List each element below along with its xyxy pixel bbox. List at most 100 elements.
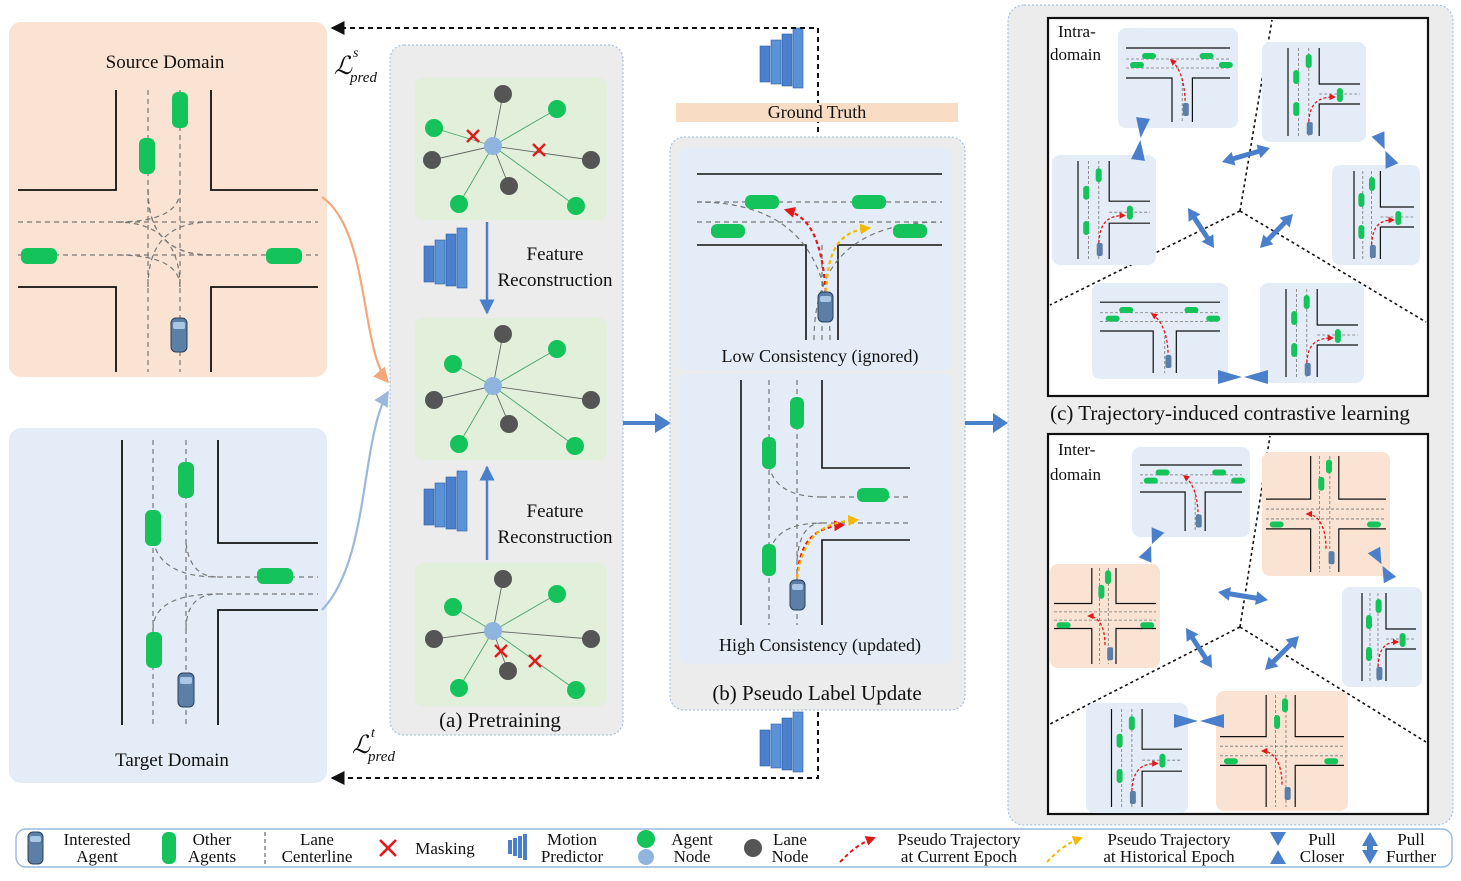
lane-node (500, 415, 518, 433)
lane-node (423, 151, 441, 169)
legend-label-7-line2: Node (772, 847, 809, 866)
agent-node (450, 679, 468, 697)
legend: InterestedAgentOtherAgentsLaneCenterline… (15, 828, 1453, 868)
lane-node (582, 151, 600, 169)
lane-node (500, 177, 518, 195)
interested-agent-node (484, 137, 502, 155)
inter-scene-top (1132, 447, 1250, 537)
agent-node (444, 355, 462, 373)
legend-label-9-line2: at Historical Epoch (1103, 847, 1235, 866)
pseudo-trajectory-current-icon (839, 836, 876, 863)
lane-node (425, 391, 443, 409)
mask-mark (494, 644, 508, 658)
svg-text:pred: pred (367, 749, 395, 765)
motion-predictor-icon (508, 834, 527, 860)
svg-text:ℒ: ℒ (352, 732, 371, 759)
intra-scene-right (1332, 165, 1420, 265)
lane-node (582, 630, 600, 648)
legend-label-3: Lane (300, 830, 334, 849)
inter-scene-right (1342, 587, 1422, 687)
low-consistency-label: Low Consistency (ignored) (722, 346, 919, 367)
agent-node (450, 195, 468, 213)
source-domain-panel: Source Domain (9, 22, 327, 377)
agent-node (548, 100, 566, 118)
intra-scene-top-right (1262, 42, 1366, 142)
legend-label-1: Interested (63, 830, 131, 849)
motion-predictor-bottom (423, 470, 468, 532)
other-agents-icon (162, 832, 176, 864)
pull-closer-intra-1 (1131, 117, 1150, 161)
legend-label-10: Pull (1308, 830, 1336, 849)
source-other-agents (21, 92, 302, 264)
contrastive-title: (c) Trajectory-induced contrastive learn… (1050, 401, 1410, 425)
agent-node (450, 435, 468, 453)
source-loss-feedback-arrow (330, 21, 819, 132)
masked-graph-bottom (425, 570, 600, 699)
pull-closer-intra-3 (1218, 370, 1268, 384)
lane-node (494, 570, 512, 588)
feature-reconstruction-bottom-line1: Feature (527, 501, 584, 522)
ground-truth-label: Ground Truth (768, 102, 867, 122)
mask-mark (532, 143, 546, 157)
intra-scene-top (1118, 28, 1238, 128)
agent-node (444, 598, 462, 616)
pull-closer-intra-2 (1371, 131, 1399, 169)
feature-reconstruction-top-line2: Reconstruction (497, 270, 613, 291)
masking-icon (379, 839, 397, 857)
legend-label-5: Motion (547, 830, 598, 849)
high-consistency-scene (680, 374, 952, 664)
pseudo-trajectory-historical-icon (1046, 836, 1083, 863)
lane-node (494, 325, 512, 343)
pull-closer-icon (1270, 832, 1286, 864)
legend-label-6: Agent (671, 830, 713, 849)
pull-closer-inter-3 (1174, 714, 1224, 728)
target-loss-label: ℒ t pred (352, 726, 395, 765)
inter-scene-bottom-right (1216, 691, 1348, 811)
legend-label-2-line2: Agents (188, 847, 236, 866)
pull-closer-inter-1 (1138, 527, 1165, 563)
masked-graph-top (423, 85, 600, 215)
pull-closer-inter-2 (1367, 546, 1397, 584)
interested-agent-node (484, 622, 502, 640)
agent-node (566, 437, 584, 455)
interested-agent-icon (27, 831, 44, 865)
legend-label-9: Pseudo Trajectory (1107, 830, 1231, 849)
pull-further-intra-1 (1222, 144, 1270, 166)
target-other-agents (145, 462, 293, 668)
pull-further-icon (1362, 832, 1378, 864)
intra-scene-left (1052, 155, 1156, 265)
pretraining-title: (a) Pretraining (439, 708, 561, 732)
motion-predictor-top (423, 227, 468, 289)
reconstructed-graph (425, 325, 600, 455)
inter-scene-bottom-left (1086, 703, 1188, 813)
pull-further-inter-1 (1218, 586, 1268, 606)
legend-label-5-line2: Predictor (541, 847, 604, 866)
pseudo-label-panel: Low Consistency (ignored) High Consisten… (669, 136, 966, 711)
legend-label-8-line2: at Current Epoch (901, 847, 1018, 866)
legend-label-8: Pseudo Trajectory (897, 830, 1021, 849)
target-loss-feedback-arrow (330, 712, 819, 785)
agent-node (548, 585, 566, 603)
pull-further-inter-2 (1186, 628, 1212, 668)
legend-label-2: Other (193, 830, 232, 849)
legend-label-7: Lane (773, 830, 807, 849)
source-interested-agent (170, 317, 188, 353)
inter-scene-top-right (1262, 452, 1390, 576)
intra-domain-label-line2: domain (1050, 45, 1101, 64)
feature-reconstruction-bottom-line2: Reconstruction (497, 527, 613, 548)
pretraining-panel: (a) Pretraining Feature Reconstruction F… (389, 44, 624, 736)
source-to-pretraining-arrow (321, 196, 390, 384)
legend-label-4: Masking (415, 839, 475, 858)
source-loss-label: ℒ s pred (334, 46, 377, 86)
pretraining-to-pseudo-arrow (623, 413, 671, 433)
pseudo-to-contrastive-arrow (965, 413, 1008, 433)
pseudo-label-title: (b) Pseudo Label Update (712, 681, 921, 705)
agent-node (425, 119, 443, 137)
lane-node-icon (744, 839, 762, 857)
low-consistency-scene (680, 148, 952, 370)
interested-agent-node (484, 377, 502, 395)
svg-text:pred: pred (349, 70, 377, 86)
source-domain-title: Source Domain (106, 52, 225, 73)
motion-predictor-target (759, 711, 804, 773)
